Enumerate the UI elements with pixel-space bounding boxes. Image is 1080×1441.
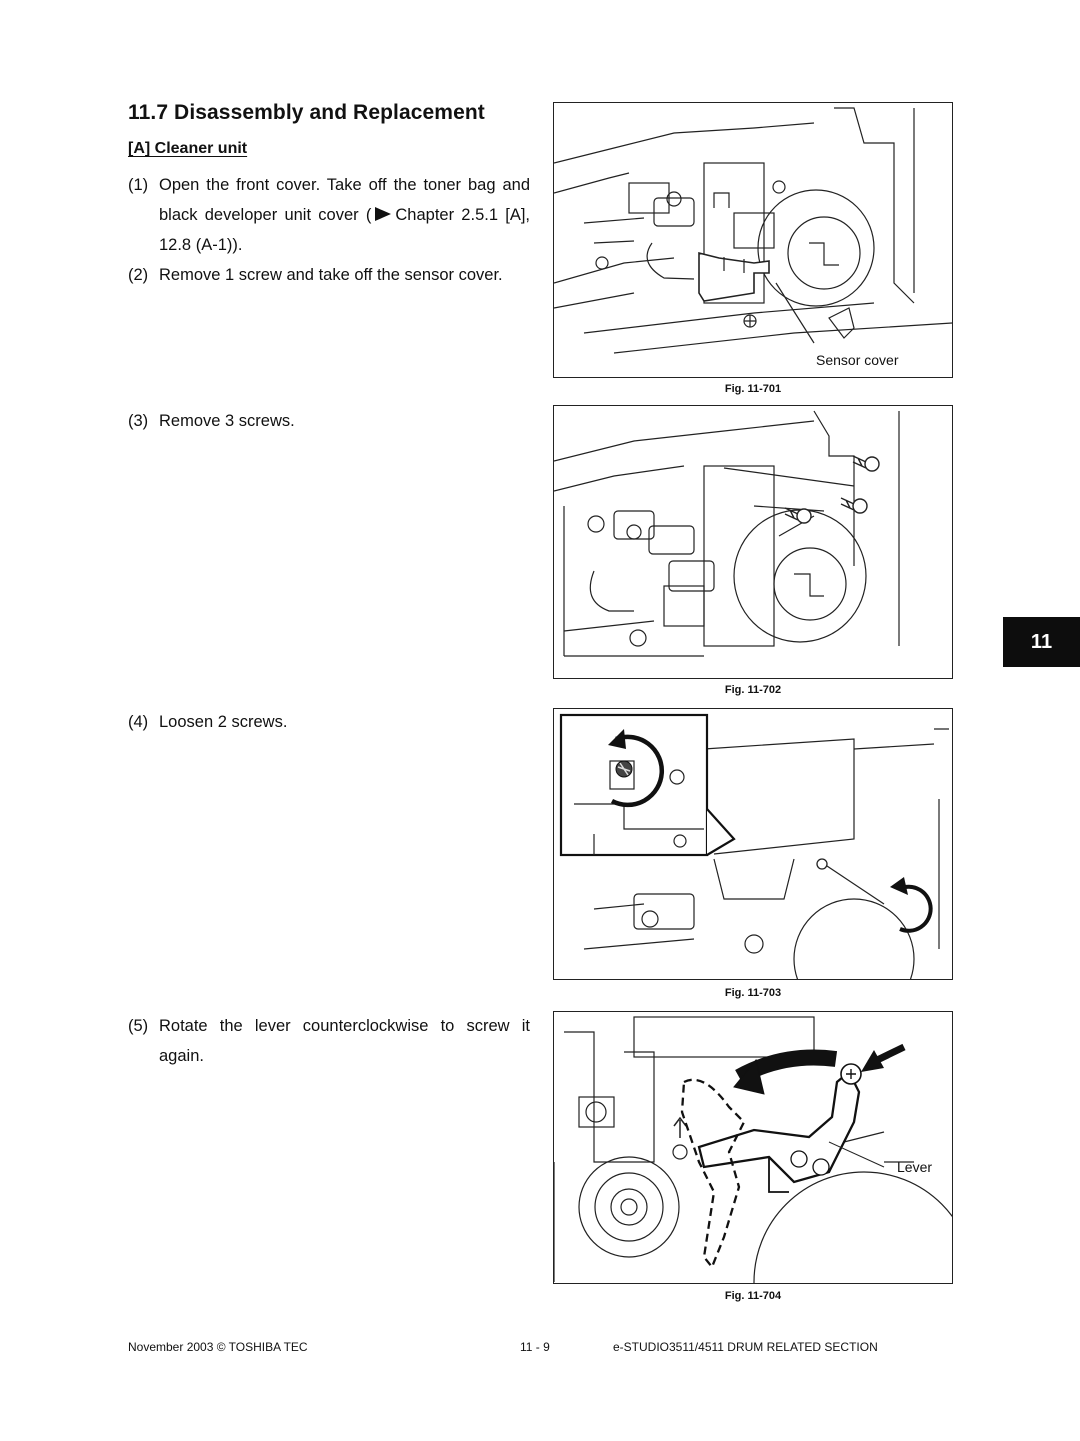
step-number: (1) — [128, 176, 149, 194]
step-5: (5) Rotate the lever counterclockwise to… — [128, 1011, 530, 1071]
footer-right: e-STUDIO3511/4511 DRUM RELATED SECTION — [613, 1340, 878, 1354]
step-text-reference: Chapter 2.5.1 [A], 12.8 (A-1)). — [159, 206, 530, 254]
figure-11-701: Sensor cover — [553, 102, 953, 378]
step-text: Remove 1 screw and take off the sensor c… — [159, 266, 503, 284]
figure-caption: Fig. 11-703 — [724, 987, 782, 999]
step-number: (5) — [128, 1017, 149, 1035]
footer-left: November 2003 © TOSHIBA TEC — [128, 1340, 308, 1354]
step-3: (3) Remove 3 screws. — [128, 406, 530, 436]
lever-callout: Lever — [897, 1159, 932, 1175]
chapter-tab: 11 — [1003, 617, 1080, 667]
figure-11-702 — [553, 405, 953, 679]
footer-page-number: 11 - 9 — [520, 1340, 550, 1354]
step-text: Remove 3 screws. — [159, 412, 295, 430]
step-text: Rotate the lever counterclockwise to scr… — [159, 1017, 530, 1065]
rotate-arrow-icon — [898, 884, 933, 933]
subsection-title: [A] Cleaner unit — [128, 140, 248, 157]
step-number: (4) — [128, 713, 149, 731]
step-number: (2) — [128, 266, 149, 284]
chapter-reference-arrow-icon — [375, 207, 392, 221]
screw-icon — [784, 455, 880, 524]
figure-caption: Fig. 11-702 — [724, 684, 782, 696]
sensor-cover-callout: Sensor cover — [816, 352, 899, 368]
lever-rotation-illustration: Lever — [554, 1016, 952, 1283]
figure-caption: Fig. 11-701 — [724, 383, 782, 395]
section-title: 11.7 Disassembly and Replacement — [128, 101, 485, 124]
loosen-screws-illustration — [559, 713, 949, 979]
figure-11-704: Lever — [553, 1011, 953, 1284]
inset-detail — [559, 713, 736, 857]
figure-11-703 — [553, 708, 953, 980]
step-1: (1) Open the front cover. Take off the t… — [128, 170, 530, 260]
lever — [697, 1070, 861, 1184]
indicator-arrow-icon — [861, 1050, 884, 1072]
screws-removal-illustration — [554, 410, 900, 657]
step-4: (4) Loosen 2 screws. — [128, 707, 530, 737]
rotate-arrow-icon — [610, 734, 664, 808]
step-number: (3) — [128, 412, 149, 430]
lever-previous-position — [680, 1078, 746, 1270]
sensor-cover-illustration: Sensor cover — [554, 107, 952, 368]
step-2: (2) Remove 1 screw and take off the sens… — [128, 260, 530, 290]
figure-caption: Fig. 11-704 — [724, 1290, 782, 1302]
step-text: Loosen 2 screws. — [159, 713, 288, 731]
step-text: Open the front cover. Take off the toner… — [159, 176, 530, 224]
